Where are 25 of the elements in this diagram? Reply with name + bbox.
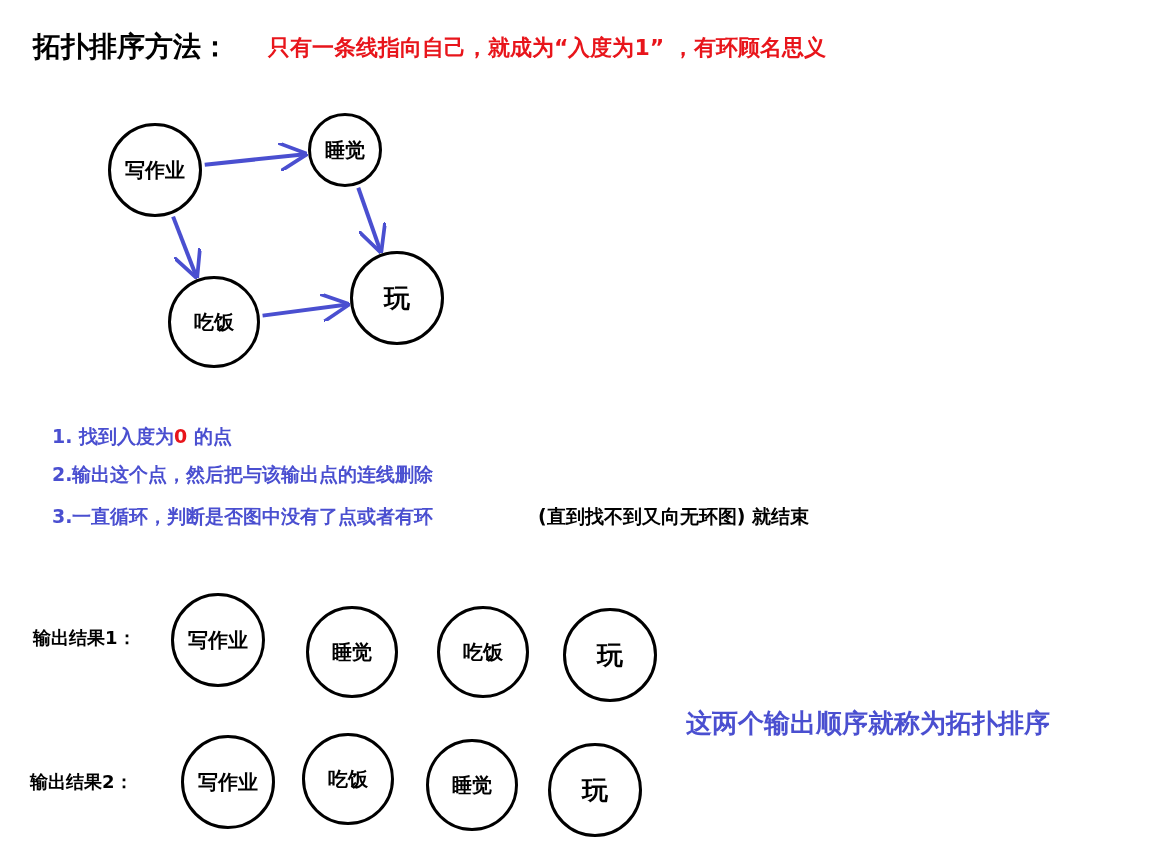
row-label: 输出结果2：: [30, 770, 133, 794]
subtitle-note: 只有一条线指向自己，就成为“入度为1” ，有环顾名思义: [268, 34, 826, 62]
node-circle: 睡觉: [308, 113, 382, 187]
node-circle: 吃饭: [168, 276, 260, 368]
node-circle: 玩: [563, 608, 657, 702]
node-circle: 睡觉: [306, 606, 398, 698]
arrow: [204, 141, 310, 173]
node-circle: 吃饭: [437, 606, 529, 698]
arrow: [171, 215, 202, 281]
row-label: 输出结果1：: [33, 626, 136, 650]
title: 拓扑排序方法：: [33, 29, 229, 65]
note-text: (直到找不到又向无环图) 就结束: [538, 504, 809, 529]
node-circle: 写作业: [171, 593, 265, 687]
arrow: [262, 292, 352, 324]
conclusion-text: 这两个输出顺序就称为拓扑排序: [686, 707, 1050, 740]
step-text: 3.一直循环，判断是否图中没有了点或者有环: [52, 504, 434, 529]
node-circle: 写作业: [108, 123, 202, 217]
node-circle: 吃饭: [302, 733, 394, 825]
arrow: [356, 187, 387, 255]
step-text: 2.输出这个点，然后把与该输出点的连线删除: [52, 462, 434, 487]
node-circle: 玩: [548, 743, 642, 837]
step-text: 1. 找到入度为0 的点: [52, 424, 232, 449]
node-circle: 玩: [350, 251, 444, 345]
node-circle: 睡觉: [426, 739, 518, 831]
node-circle: 写作业: [181, 735, 275, 829]
